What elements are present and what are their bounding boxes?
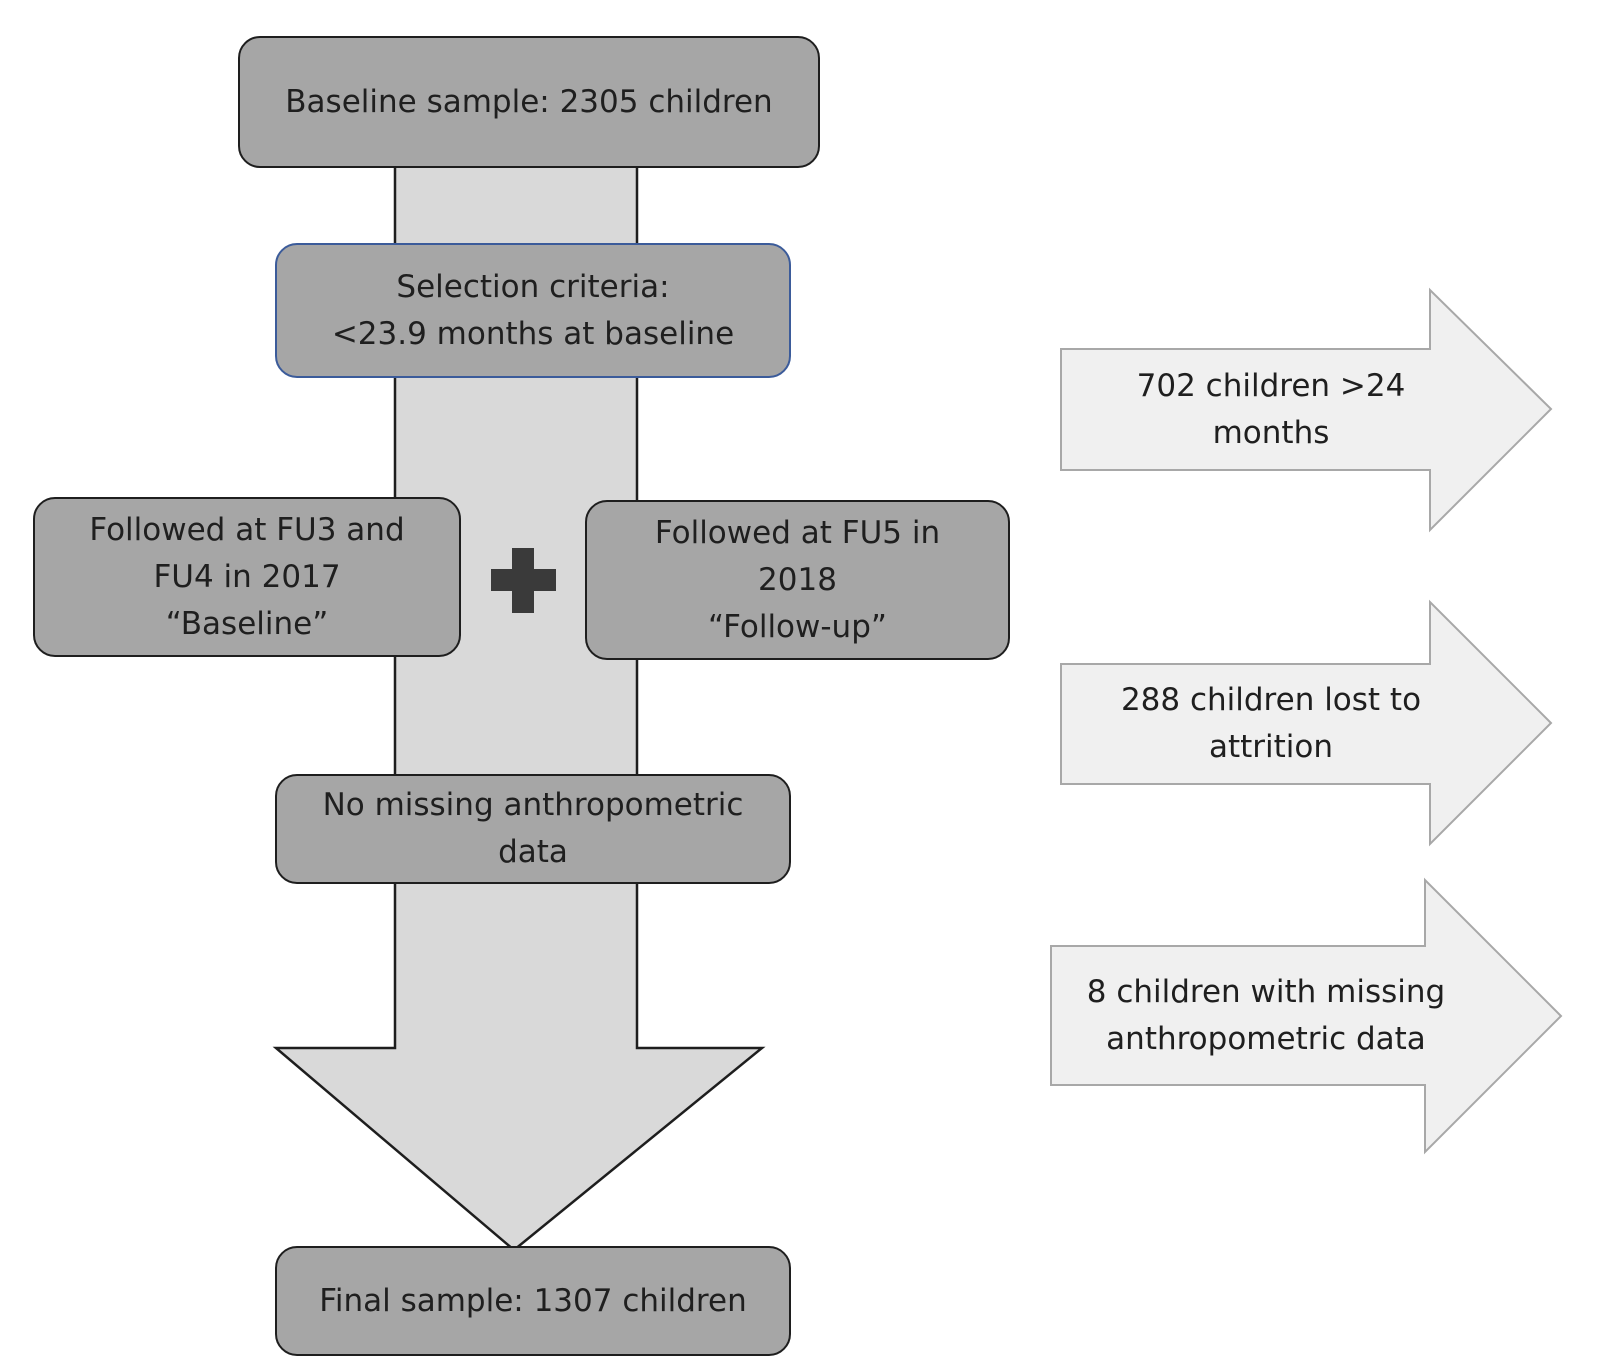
followed-fu3-line-2: FU4 in 2017 [153, 558, 341, 595]
no-missing-line-1: No missing anthropometric [322, 787, 744, 823]
exclusion-1-line-2: months [1212, 414, 1330, 451]
exclusion-arrow-3 [1050, 877, 1563, 1155]
followed-fu3-line-1: Followed at FU3 and [89, 511, 405, 548]
exclusion-arrow-1 [1060, 287, 1553, 533]
no-missing-line-2: data [498, 834, 568, 870]
exclusion-label-2: 288 children lost to attrition [1061, 664, 1481, 784]
baseline-sample-text: Baseline sample: 2305 children [285, 83, 773, 120]
baseline-sample-box: Baseline sample: 2305 children [238, 36, 820, 168]
exclusion-1-line-1: 702 children >24 [1136, 367, 1406, 404]
selection-criteria-line-2: <23.9 months at baseline [331, 315, 735, 352]
selection-criteria-line-1: Selection criteria: [396, 268, 670, 305]
exclusion-3-line-2: anthropometric data [1106, 1020, 1426, 1057]
exclusion-3-line-1: 8 children with missing [1086, 973, 1446, 1010]
followed-fu5-line-2: 2018 [758, 561, 837, 598]
final-sample-text: Final sample: 1307 children [319, 1282, 747, 1319]
followed-fu5-box: Followed at FU5 in 2018 “Follow-up” [585, 500, 1010, 660]
followed-fu5-line-3: “Follow-up” [708, 608, 887, 645]
exclusion-label-1: 702 children >24 months [1061, 349, 1481, 470]
exclusion-label-3: 8 children with missing anthropometric d… [1051, 946, 1481, 1085]
exclusion-arrow-2 [1060, 599, 1553, 847]
plus-icon [491, 548, 556, 613]
final-sample-box: Final sample: 1307 children [275, 1246, 791, 1356]
no-missing-data-box: No missing anthropometric data [275, 774, 791, 884]
followed-fu5-line-1: Followed at FU5 in [654, 514, 941, 551]
selection-criteria-box: Selection criteria: <23.9 months at base… [275, 243, 791, 378]
followed-fu3-line-3: “Baseline” [165, 605, 329, 642]
exclusion-2-line-2: attrition [1208, 729, 1334, 765]
exclusion-2-line-1: 288 children lost to [1120, 682, 1422, 718]
followed-fu3-fu4-box: Followed at FU3 and FU4 in 2017 “Baselin… [33, 497, 461, 657]
